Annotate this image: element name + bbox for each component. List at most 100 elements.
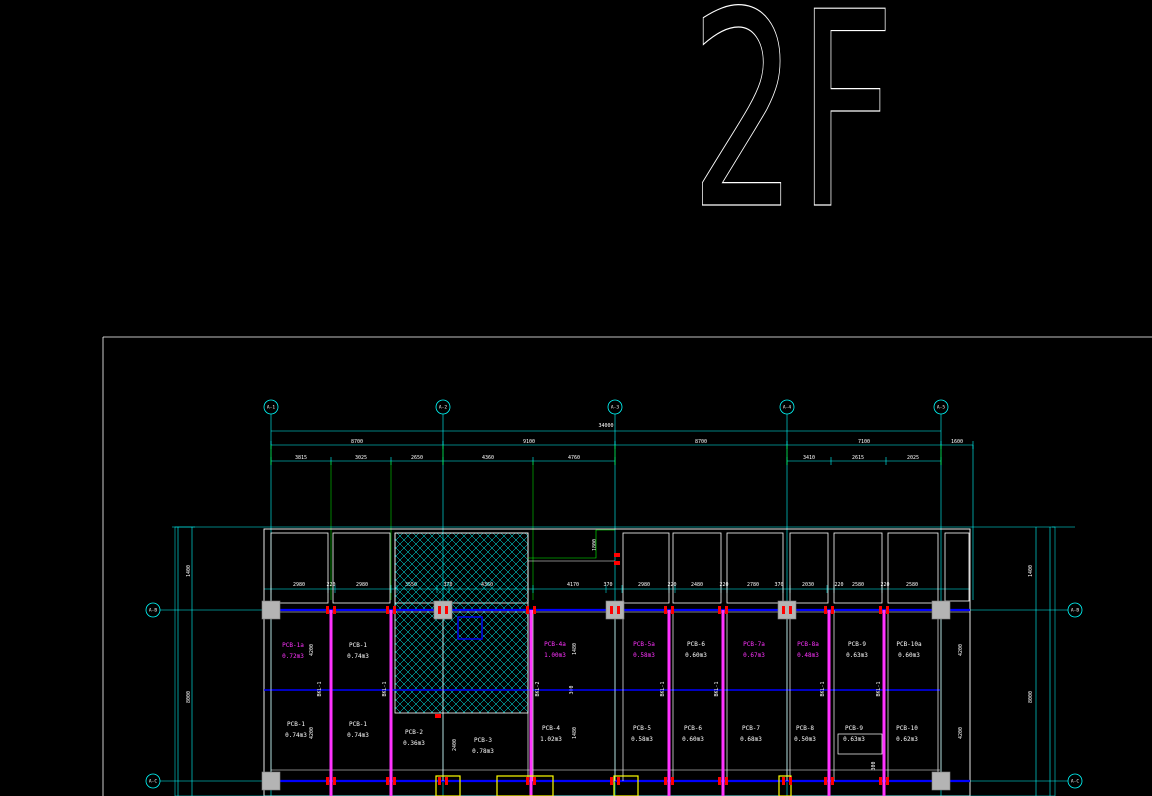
room-volume: 0.74m3 — [285, 732, 307, 739]
room-volume: 0.60m3 — [685, 652, 707, 659]
beam-marker — [782, 777, 785, 785]
axis-label: A-4 — [783, 405, 791, 411]
axis-label: A-B — [1071, 608, 1079, 614]
beam-marker — [393, 777, 396, 785]
dimension-text: 2980 — [293, 582, 305, 588]
room-code: PCB-7 — [742, 725, 760, 732]
dimension-text: 4200 — [958, 727, 964, 739]
room-volume: 0.50m3 — [794, 736, 816, 743]
axis-label: A-C — [1071, 779, 1079, 785]
room-code: PCB-8a — [797, 641, 819, 648]
dimension-text: 300 — [871, 761, 877, 770]
beam-marker — [438, 777, 441, 785]
beam-marker — [886, 777, 889, 785]
room-code: PCB-4 — [542, 725, 560, 732]
room-code: PCB-6 — [687, 641, 705, 648]
column — [931, 771, 951, 791]
dimension-text: 8000 — [186, 691, 192, 703]
beam-marker — [725, 777, 728, 785]
hatched-slab — [394, 532, 529, 714]
room-volume: 0.62m3 — [896, 736, 918, 743]
axis-label: A-5 — [937, 405, 945, 411]
dimension-text: 2980 — [638, 582, 650, 588]
room-volume: 0.67m3 — [743, 652, 765, 659]
balcony-box — [833, 532, 883, 604]
room-code: PCB-9 — [845, 725, 863, 732]
dimension-text: 2980 — [356, 582, 368, 588]
dimension-text: 1400 — [1028, 565, 1034, 577]
dimension-text: 1800 — [592, 539, 598, 551]
beam-marker — [533, 606, 536, 614]
room-volume: 0.36m3 — [403, 740, 425, 747]
room-code: PCB-10a — [896, 641, 922, 648]
room-volume: 0.74m3 — [347, 653, 369, 660]
dimension-text: 3025 — [355, 455, 367, 461]
column — [261, 600, 281, 620]
outer-wall — [263, 528, 971, 796]
room-code: PCB-1 — [349, 642, 367, 649]
beam-marker — [326, 777, 329, 785]
level-marker — [528, 529, 615, 559]
axis-bubble-left — [145, 773, 161, 789]
dimension-text: 8700 — [351, 439, 363, 445]
axis-bubble-a-5 — [933, 399, 949, 415]
beam-marker — [386, 606, 389, 614]
overall-dimension: 34000 — [598, 423, 613, 429]
room-volume: 0.58m3 — [631, 736, 653, 743]
beam-marker — [671, 606, 674, 614]
dimension-text: 1480 — [572, 727, 578, 739]
dimension-text: 1400 — [186, 565, 192, 577]
dimension-text: 7100 — [858, 439, 870, 445]
dimension-text: 370 — [603, 582, 612, 588]
dimension-text: 2030 — [802, 582, 814, 588]
column — [777, 600, 797, 620]
dimension-text: 220 — [326, 582, 335, 588]
dimension-text: 4360 — [482, 455, 494, 461]
beam-marker — [445, 606, 448, 614]
beam-label: BKL-1 — [317, 681, 323, 696]
balcony-box — [887, 532, 939, 604]
room-code: PCB-1 — [287, 721, 305, 728]
room-code: PCB-10 — [896, 725, 918, 732]
beam-marker — [435, 714, 441, 718]
beam-marker — [886, 606, 889, 614]
dimension-text: 2650 — [411, 455, 423, 461]
beam-marker — [824, 777, 827, 785]
dimension-text: 4170 — [567, 582, 579, 588]
axis-label: A-3 — [611, 405, 619, 411]
room-volume: 0.78m3 — [472, 748, 494, 755]
dimension-text: 220 — [667, 582, 676, 588]
column — [605, 600, 625, 620]
room-volume: 1.00m3 — [544, 652, 566, 659]
room-volume: 0.60m3 — [682, 736, 704, 743]
dimension-text: 4200 — [309, 644, 315, 656]
axis-label: A-C — [149, 779, 157, 785]
equipment-box — [496, 775, 554, 796]
axis-label: A-2 — [439, 405, 447, 411]
plan-layer — [174, 526, 1056, 796]
equipment-box — [778, 775, 792, 796]
room-code: PCB-5a — [633, 641, 655, 648]
room-code: PCB-9 — [848, 641, 866, 648]
beam-marker — [617, 777, 620, 785]
column — [261, 771, 281, 791]
beam-marker — [445, 777, 448, 785]
beam-label: BKL-1 — [714, 681, 720, 696]
beam-marker — [718, 777, 721, 785]
dimension-text: 3410 — [803, 455, 815, 461]
room-volume: 0.63m3 — [846, 652, 868, 659]
beam-label: BKL-1 — [382, 681, 388, 696]
balcony-box — [270, 532, 329, 604]
beam-label: BKL-1 — [820, 681, 826, 696]
room-code: PCB-5 — [633, 725, 651, 732]
room-code: PCB-3 — [474, 737, 492, 744]
room-volume: 0.72m3 — [282, 653, 304, 660]
beam-marker — [333, 606, 336, 614]
dimension-text: 2615 — [852, 455, 864, 461]
dimension-text: 4760 — [568, 455, 580, 461]
axis-bubble-right — [1067, 602, 1083, 618]
beam-marker — [614, 553, 620, 557]
